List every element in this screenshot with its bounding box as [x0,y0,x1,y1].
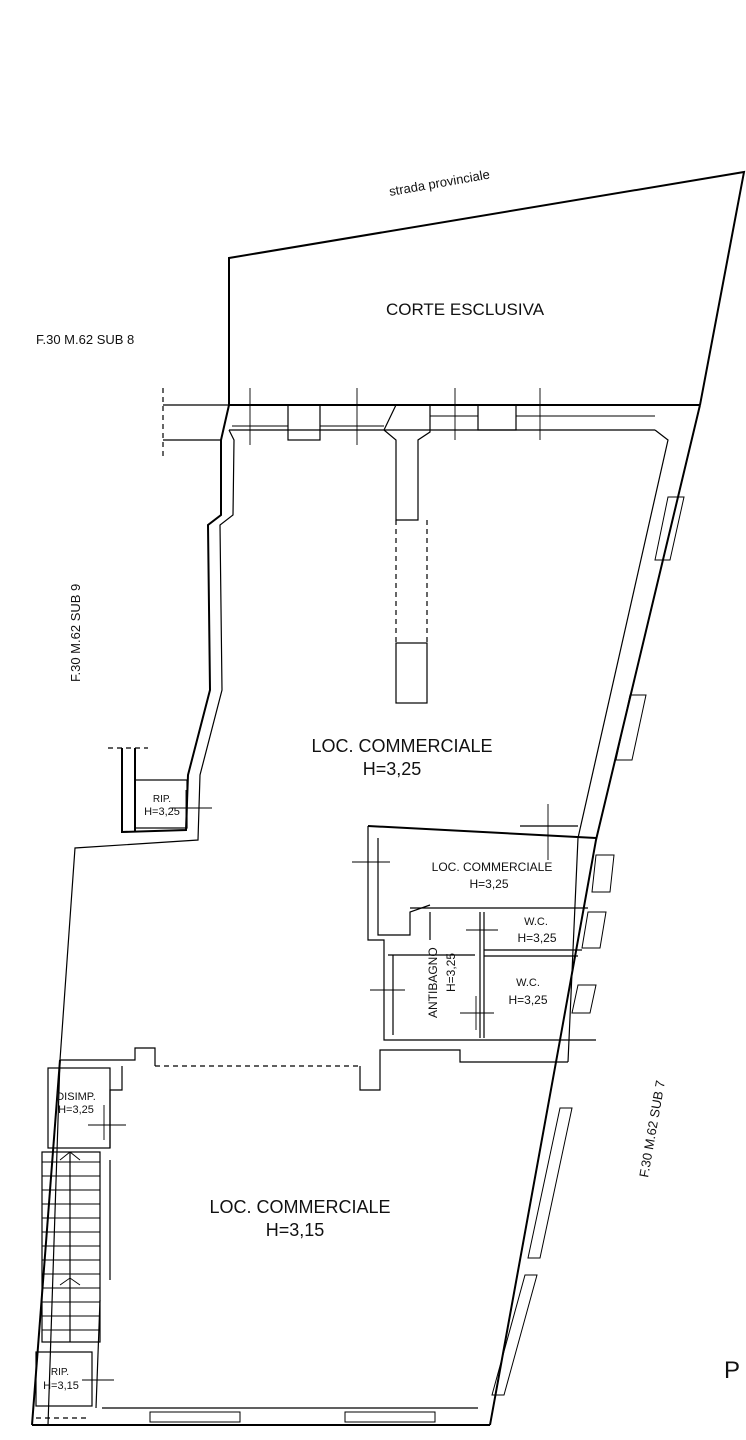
lower-shop-walls [60,1047,568,1409]
neighbor-sub8-label: F.30 M.62 SUB 8 [36,332,134,347]
small-commercial-name: LOC. COMMERCIALE [432,860,553,874]
lower-commercial-name: LOC. COMMERCIALE [209,1197,390,1217]
north-wall-details [232,388,655,521]
lower-commercial-height: H=3,15 [266,1220,325,1240]
building-outline [31,388,701,1426]
staircase [41,1151,101,1343]
courtyard-label: CORTE ESCLUSIVA [386,300,545,319]
small-commercial-height: H=3,25 [469,877,508,891]
storage-bottom-height: H=3,15 [43,1380,79,1392]
storage-room-top [134,779,212,829]
disimpegno-height: H=3,25 [58,1104,94,1116]
wc-top-name: W.C. [524,916,548,928]
street-label: strada provinciale [388,166,491,198]
storage-top-name: RIP. [153,794,171,805]
south-windows [149,1411,436,1423]
neighbor-sub7-label: F.30 M.62 SUB 7 [636,1079,668,1178]
disimpegno-room [47,1067,126,1149]
courtyard-area [228,170,746,406]
central-pillar [395,520,428,704]
edge-letter: P [724,1357,740,1384]
main-commercial-height: H=3,25 [363,759,422,779]
disimpegno-name: DISIMP. [56,1091,96,1103]
antibagno-height: H=3,25 [444,953,458,992]
storage-bottom-name: RIP. [51,1367,69,1378]
bathroom-block [352,804,597,1041]
main-commercial-name: LOC. COMMERCIALE [311,736,492,756]
neighbor-sub9-label: F.30 M.62 SUB 9 [68,584,83,682]
wc-bottom-height: H=3,25 [508,993,547,1007]
storage-room-bottom [35,1351,114,1419]
antibagno-name: ANTIBAGNO [426,947,440,1018]
storage-top-height: H=3,25 [144,806,180,818]
wc-top-height: H=3,25 [517,931,556,945]
east-windows [491,496,685,1396]
wc-bottom-name: W.C. [516,977,540,989]
